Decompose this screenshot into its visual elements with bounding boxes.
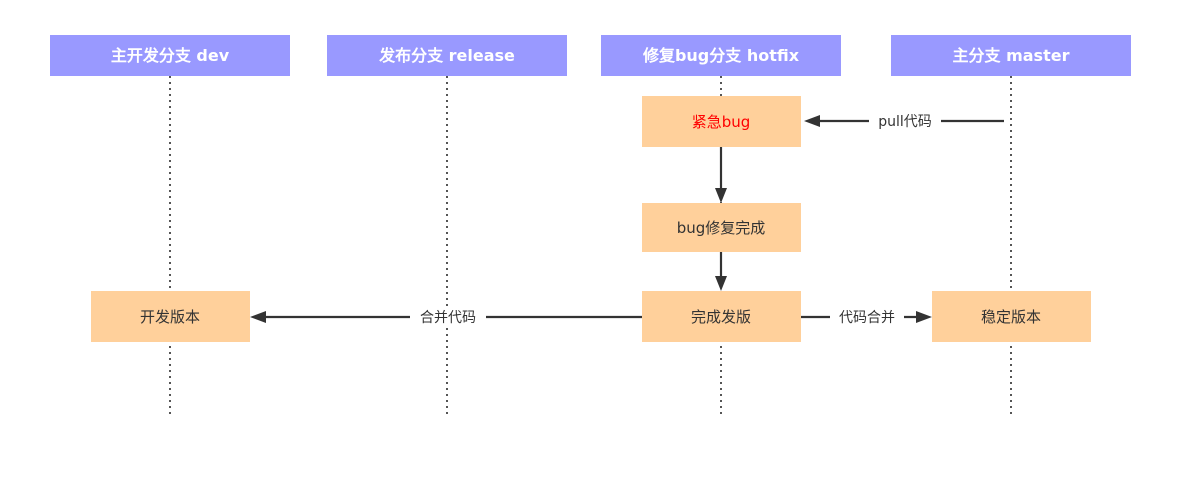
node-release-done-label: 完成发版 bbox=[691, 308, 751, 326]
lane-header-hotfix: 修复bug分支 hotfix bbox=[601, 35, 841, 76]
edge-merge-to-master-label: 代码合并 bbox=[839, 310, 895, 326]
lane-header-release: 发布分支 release bbox=[327, 35, 567, 76]
node-bug-fixed-label: bug修复完成 bbox=[677, 219, 766, 237]
node-dev-version: 开发版本 bbox=[91, 291, 250, 342]
edge-merge-to-dev: 合并代码 bbox=[250, 307, 642, 327]
node-release-done: 完成发版 bbox=[642, 291, 801, 342]
node-urgent-bug: 紧急bug bbox=[642, 96, 801, 147]
lane-header-master-label: 主分支 master bbox=[953, 46, 1070, 65]
lane-header-hotfix-label: 修复bug分支 hotfix bbox=[642, 46, 800, 65]
edge-merge-to-master: 代码合并 bbox=[801, 307, 932, 327]
lane-header-dev: 主开发分支 dev bbox=[50, 35, 290, 76]
node-stable-version: 稳定版本 bbox=[932, 291, 1091, 342]
lane-header-release-label: 发布分支 release bbox=[378, 46, 515, 65]
edge-pull-code-label: pull代码 bbox=[878, 114, 932, 130]
node-bug-fixed: bug修复完成 bbox=[642, 203, 801, 252]
edge-bug-to-fixed bbox=[715, 147, 727, 203]
node-dev-version-label: 开发版本 bbox=[140, 308, 200, 326]
edge-pull-code: pull代码 bbox=[804, 111, 1004, 131]
node-stable-version-label: 稳定版本 bbox=[981, 308, 1041, 326]
lane-header-dev-label: 主开发分支 dev bbox=[111, 46, 230, 65]
edge-merge-to-dev-label: 合并代码 bbox=[420, 310, 476, 326]
lane-header-master: 主分支 master bbox=[891, 35, 1131, 76]
node-urgent-bug-label: 紧急bug bbox=[692, 113, 751, 131]
edge-fixed-to-release bbox=[715, 252, 727, 291]
